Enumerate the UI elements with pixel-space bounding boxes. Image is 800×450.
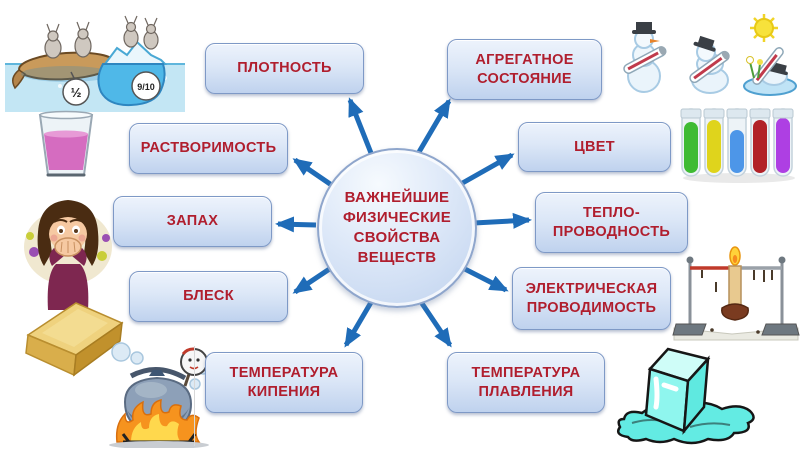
- arrow-solubility: [292, 157, 335, 189]
- color-label: ЦВЕТ: [574, 138, 615, 155]
- property-box-density: ПЛОТНОСТЬ: [205, 43, 364, 94]
- iceberg-fraction-badge: [131, 71, 161, 101]
- boiling-label: ТЕМПЕРАТУРА КИПЕНИЯ: [229, 364, 339, 400]
- test-tube: [680, 108, 702, 177]
- density-buoyancy-cartoon-icon: ½ 9/10: [5, 15, 185, 112]
- melting-ice-cube-icon: [617, 347, 755, 445]
- arrow-boiling: [343, 297, 376, 348]
- arrow-luster: [292, 263, 336, 295]
- test-tube: [749, 108, 771, 177]
- arrow-melting: [416, 297, 453, 348]
- snowman-frozen: [623, 22, 667, 93]
- melting-label: ТЕМПЕРАТУРА ПЛАВЛЕНИЯ: [471, 364, 581, 400]
- arrow-color: [457, 152, 515, 188]
- solubility-label: РАСТВОРИМОСТЬ: [140, 140, 277, 157]
- spring-flowers: [746, 56, 763, 79]
- property-box-thermal: ТЕПЛО- ПРОВОДНОСТЬ: [535, 192, 688, 253]
- property-box-melting: ТЕМПЕРАТУРА ПЛАВЛЕНИЯ: [447, 352, 605, 413]
- thermal-conductivity-experiment-icon: [672, 246, 800, 341]
- smell-woman-icon: [24, 200, 112, 310]
- snowman-melting: [689, 35, 730, 94]
- ice-cube: [644, 347, 711, 435]
- arrow-smell: [275, 216, 317, 233]
- test-tube: [703, 108, 725, 177]
- snowman-melted-puddle: [743, 47, 797, 96]
- rabbits-on-log: [44, 21, 92, 59]
- arrow-thermal: [473, 212, 532, 229]
- property-box-boiling: ТЕМПЕРАТУРА КИПЕНИЯ: [205, 352, 363, 413]
- smell-label: ЗАПАХ: [166, 213, 219, 230]
- property-box-solubility: РАСТВОРИМОСТЬ: [129, 123, 288, 174]
- test-tube: [772, 108, 794, 177]
- log-fraction-label: ½: [71, 85, 82, 100]
- state-melting-snowmen-icon: [623, 14, 797, 96]
- electrical-label: ЭЛЕКТРИЧЕСКАЯ ПРОВОДИМОСТЬ: [525, 280, 658, 316]
- state-label: АГРЕГАТНОЕ СОСТОЯНИЕ: [475, 51, 574, 87]
- arrow-density: [347, 97, 374, 154]
- property-box-color: ЦВЕТ: [518, 122, 671, 172]
- candle: [721, 246, 749, 321]
- color-test-tubes-icon: [680, 108, 795, 183]
- central-topic-circle: ВАЖНЕЙШИЕ ФИЗИЧЕСКИЕ СВОЙСТВА ВЕЩЕСТВ: [317, 148, 477, 308]
- arrow-state: [416, 98, 452, 154]
- flames: [115, 399, 201, 443]
- thermal-label: ТЕПЛО- ПРОВОДНОСТЬ: [552, 204, 671, 240]
- iceberg-fraction-label: 9/10: [137, 82, 155, 92]
- test-tube: [726, 108, 748, 177]
- log-fraction-badge: [62, 78, 90, 106]
- floating-log: [12, 51, 116, 90]
- rabbits-on-iceberg: [123, 15, 159, 50]
- property-box-electrical: ЭЛЕКТРИЧЕСКАЯ ПРОВОДИМОСТЬ: [512, 267, 671, 330]
- density-label: ПЛОТНОСТЬ: [237, 60, 332, 77]
- property-box-luster: БЛЕСК: [129, 271, 288, 322]
- property-box-smell: ЗАПАХ: [113, 196, 272, 247]
- central-topic-label: ВАЖНЕЙШИЕ ФИЗИЧЕСКИЕ СВОЙСТВА ВЕЩЕСТВ: [342, 188, 452, 267]
- luster-label: БЛЕСК: [183, 288, 234, 305]
- sun-icon: [750, 14, 778, 42]
- clipart-frame-line: [194, 346, 195, 446]
- luster-gold-bar-icon: [25, 302, 124, 377]
- property-box-state: АГРЕГАТНОЕ СОСТОЯНИЕ: [447, 39, 602, 100]
- boiling-kettle-icon: [109, 342, 220, 448]
- solubility-glass-icon: [38, 110, 94, 177]
- hanging-pins: [701, 270, 773, 292]
